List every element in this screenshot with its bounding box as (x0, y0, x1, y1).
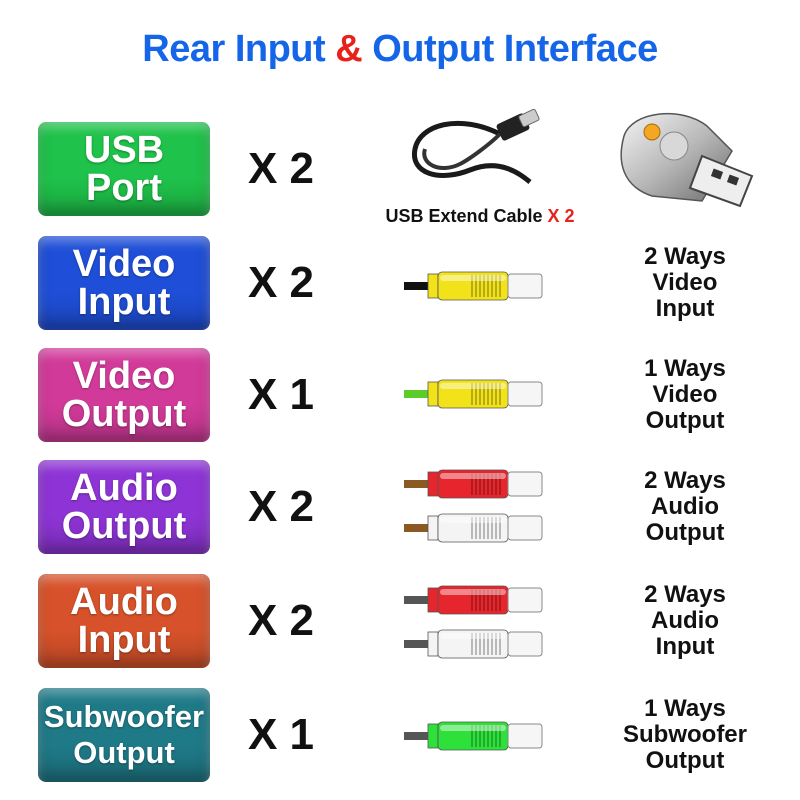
label-line2: Input (77, 619, 171, 661)
quantity: X 1 (247, 370, 315, 419)
desc-line1: 1 Ways (644, 695, 726, 722)
description: 1 Ways Subwoofer Output (600, 696, 770, 774)
row-audio-output: Audio Output X 2 2 Ways Audio Output (0, 460, 800, 556)
label-line1: Subwoofer (43, 699, 205, 734)
label-line1: Audio (70, 581, 178, 623)
desc-line3: Input (655, 633, 715, 660)
desc-line2: Subwoofer (623, 721, 747, 748)
caption-text: USB Extend Cable (385, 206, 543, 226)
usb-flash-drive-icon (620, 113, 754, 208)
rca-plug-pair-icon (404, 585, 543, 659)
page-title: Rear Input & Output Interface (0, 28, 800, 71)
usb-cable-icon (412, 108, 540, 184)
video-input-label: Video Input (38, 236, 210, 330)
video-output-label: Video Output (38, 348, 210, 442)
desc-line3: Output (645, 747, 725, 774)
label-line1: USB (83, 129, 165, 171)
desc-line3: Output (645, 519, 725, 546)
usb-cable-caption: USB Extend Cable X 2 (360, 206, 600, 227)
desc-line2: Video (652, 269, 718, 296)
desc-line1: 1 Ways (644, 355, 726, 382)
label-line1: Video (72, 243, 176, 285)
label-line2: Port (86, 167, 162, 209)
desc-line2: Audio (651, 493, 719, 520)
desc-line2: Video (652, 381, 718, 408)
label-line2: Output (73, 735, 175, 770)
label-line2: Output (61, 505, 187, 547)
row-video-input: Video Input X 2 2 Ways Video Input (0, 236, 800, 332)
desc-line3: Output (645, 407, 725, 434)
description: 1 Ways Video Output (600, 356, 770, 434)
caption-qty: X 2 (547, 206, 575, 226)
label-line1: Video (72, 355, 176, 397)
desc-line2: Audio (651, 607, 719, 634)
description: 2 Ways Video Input (600, 244, 770, 322)
audio-input-label: Audio Input (38, 574, 210, 668)
title-part2: Output Interface (372, 28, 658, 70)
description: 2 Ways Audio Input (600, 582, 770, 660)
description: 2 Ways Audio Output (600, 468, 770, 546)
audio-output-label: Audio Output (38, 460, 210, 554)
desc-line1: 2 Ways (644, 581, 726, 608)
desc-line1: 2 Ways (644, 243, 726, 270)
row-subwoofer-output: Subwoofer Output X 1 1 Ways Subwoofer Ou… (0, 688, 800, 784)
quantity: X 2 (247, 258, 315, 307)
rca-plug-yellow-icon (404, 271, 543, 301)
quantity: X 2 (247, 482, 315, 531)
row-usb-port: USB Port X 2 USB Extend Cable X 2 (0, 108, 800, 226)
desc-line3: Input (655, 295, 715, 322)
desc-line1: 2 Ways (644, 467, 726, 494)
label-line1: Audio (70, 467, 178, 509)
row-video-output: Video Output X 1 1 Ways Video Output (0, 348, 800, 444)
rca-plug-yellow-icon (404, 379, 543, 409)
quantity: X 2 (247, 144, 315, 193)
label-line2: Output (61, 393, 187, 435)
label-line2: Input (77, 281, 171, 323)
rca-plug-green-icon (404, 721, 543, 751)
quantity: X 2 (247, 596, 315, 645)
subwoofer-output-label: Subwoofer Output (38, 688, 210, 782)
title-part1: Rear Input (142, 28, 326, 70)
row-audio-input: Audio Input X 2 2 Ways Audio Input (0, 574, 800, 670)
rca-plug-pair-icon (404, 469, 543, 543)
usb-port-label: USB Port (38, 122, 210, 216)
title-ampersand: & (335, 28, 363, 70)
quantity: X 1 (247, 710, 315, 759)
